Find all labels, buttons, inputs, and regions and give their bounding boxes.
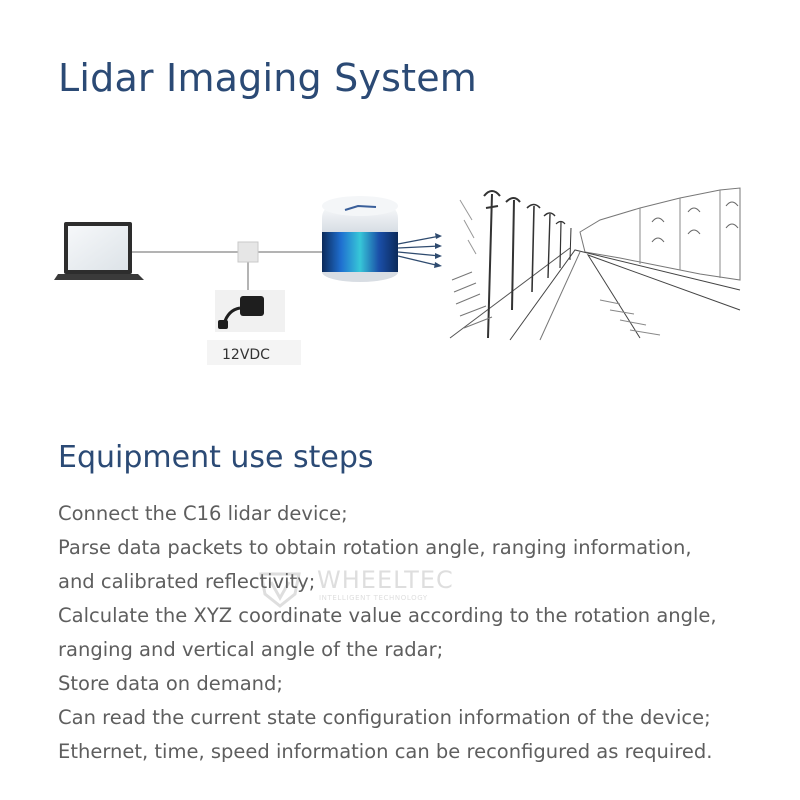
cable-line: [132, 251, 325, 292]
street-sketch-image: [449, 187, 741, 341]
watermark: WHEELTEC INTELLIGENT TECHNOLOGY: [255, 566, 475, 612]
page-title: Lidar Imaging System: [58, 56, 478, 100]
system-diagram: 12VDC: [54, 187, 741, 365]
list-item: ranging and vertical angle of the radar;: [58, 638, 444, 661]
watermark-brand: WHEELTEC: [317, 566, 454, 594]
list-item: Calculate the XYZ coordinate value accor…: [58, 604, 717, 627]
steps-list: Connect the C16 lidar device; Parse data…: [58, 497, 717, 769]
laser-rays: [397, 235, 441, 267]
laser-arrowheads: [434, 233, 442, 268]
list-item: and calibrated reflectivity;: [58, 570, 316, 593]
junction-box-icon: [237, 241, 259, 263]
power-label: 12VDC: [222, 347, 270, 363]
shield-logo-icon: [259, 572, 301, 608]
list-item: Connect the C16 lidar device;: [58, 502, 348, 525]
list-item: Can read the current state configuration…: [58, 706, 711, 729]
list-item: Parse data packets to obtain rotation an…: [58, 536, 692, 559]
section-heading: Equipment use steps: [58, 440, 374, 475]
watermark-tagline: INTELLIGENT TECHNOLOGY: [319, 594, 428, 602]
power-adapter-icon: [215, 290, 285, 332]
list-item: Ethernet, time, speed information can be…: [58, 740, 713, 763]
lidar-device-icon: [322, 196, 398, 282]
list-item: Store data on demand;: [58, 672, 283, 695]
laptop-icon: [54, 222, 144, 280]
